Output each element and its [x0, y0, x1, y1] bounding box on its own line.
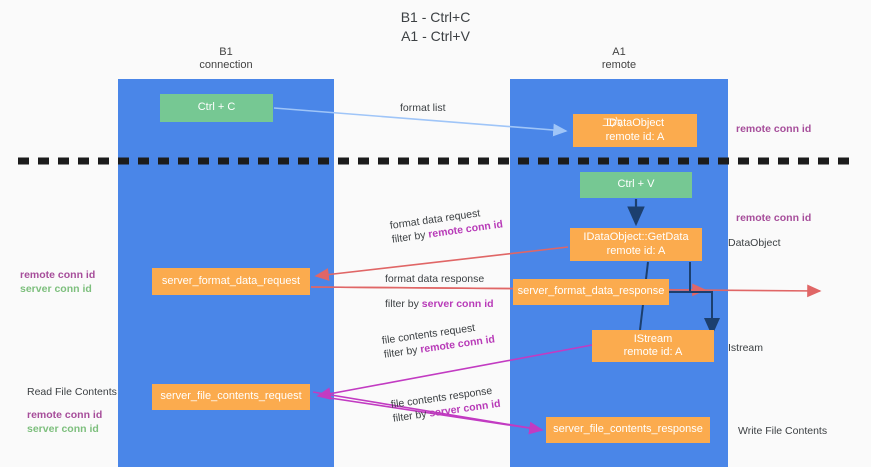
node-ctrl-c-label: Ctrl + C: [197, 101, 236, 114]
label-right-remote-conn-id-mid: remote conn id: [736, 212, 812, 224]
label-read-file-contents: Read File Contents: [27, 386, 117, 398]
node-server-file-contents-request-label: server_file_contents_request: [160, 390, 302, 403]
edge-label-format-data-request: format data request filter by remote con…: [389, 203, 504, 246]
legend-left-middle: remote conn id server conn id: [20, 268, 95, 296]
node-idataobject-text: IDataObject: [605, 117, 665, 129]
label-right-remote-conn-id-top: remote conn id: [736, 123, 812, 135]
node-server-format-data-request-label: server_format_data_request: [161, 274, 301, 287]
node-server-file-contents-request[interactable]: server_file_contents_request: [152, 384, 310, 410]
edge-label-format-data-response-text: format data response: [385, 273, 485, 285]
node-getdata-sub: remote id: A: [606, 244, 666, 257]
edge-label-file-contents-response: file contents response filter by server …: [390, 383, 501, 426]
node-idataobject-ghost-glyphs: 二六: [601, 117, 622, 129]
legend-remote-conn-id: remote conn id: [20, 269, 96, 281]
node-server-format-data-request[interactable]: server_format_data_request: [152, 268, 310, 295]
node-ctrl-v[interactable]: Ctrl + V: [580, 172, 692, 198]
edge-label-file-contents-request: file contents request filter by remote c…: [381, 318, 496, 361]
label-istream: Istream: [728, 342, 764, 354]
lane-header-b1: B1 connection: [199, 46, 253, 71]
filter-prefix: filter by: [391, 228, 430, 246]
filter-key-server-conn-id: server conn id: [421, 298, 494, 310]
legend-server-conn-id: server conn id: [27, 423, 99, 435]
node-server-format-data-response-label: server_format_data_response: [517, 285, 665, 298]
node-ctrl-v-label: Ctrl + V: [617, 178, 655, 191]
node-server-file-contents-response[interactable]: server_file_contents_response: [546, 417, 710, 443]
lane-header-a1: A1 remote: [601, 46, 637, 71]
legend-left-bottom: Read File Contents remote conn id server…: [27, 385, 117, 436]
node-idataobject-label: 二六 IDataObject: [602, 117, 665, 131]
edge-label-format-data-response: format data response filter by server co…: [385, 272, 494, 311]
label-dataobject: DataObject: [728, 237, 781, 249]
node-ctrl-c[interactable]: Ctrl + C: [160, 94, 273, 122]
node-server-format-data-response[interactable]: server_format_data_response: [513, 279, 669, 305]
node-idataobject[interactable]: 二六 IDataObject remote id: A: [573, 114, 697, 147]
legend-remote-conn-id: remote conn id: [27, 409, 103, 421]
edge-label-format-list-text: format list: [400, 102, 446, 114]
node-istream-sub: remote id: A: [623, 346, 683, 358]
filter-prefix: filter by: [383, 343, 422, 361]
legend-server-conn-id: server conn id: [20, 283, 92, 295]
edge-label-format-list: format list: [400, 101, 446, 115]
node-getdata-label: IDataObject::GetData: [583, 231, 689, 243]
edge-label-format-data-response-filter: filter by server conn id: [385, 297, 494, 311]
page-title: B1 - Ctrl+C A1 - Ctrl+V: [400, 9, 471, 44]
node-istream[interactable]: IStream remote id: A: [592, 330, 714, 362]
label-write-file-contents: Write File Contents: [738, 425, 828, 437]
node-istream-label: IStream: [633, 332, 673, 345]
filter-prefix: filter by: [392, 407, 431, 425]
node-idataobject-sub: remote id: A: [605, 130, 665, 143]
node-server-file-contents-response-label: server_file_contents_response: [553, 423, 703, 436]
filter-prefix: filter by: [385, 298, 422, 310]
node-getdata[interactable]: IDataObject::GetData remote id: A: [570, 228, 702, 261]
